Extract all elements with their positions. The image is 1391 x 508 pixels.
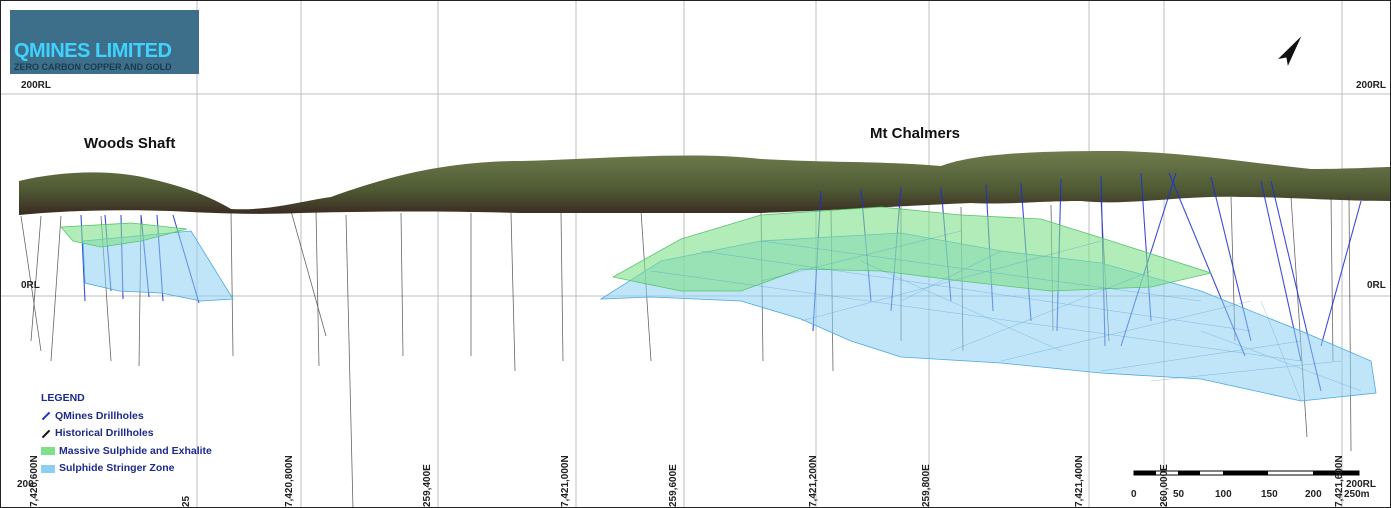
grid-label-partial: 25 bbox=[181, 495, 192, 507]
zone-mesh-line bbox=[1000, 300, 1252, 362]
historical-drillhole bbox=[1348, 196, 1352, 452]
zone-mesh-line bbox=[760, 230, 962, 282]
zone-mesh-line bbox=[800, 240, 1102, 322]
logo-tagline: ZERO CARBON COPPER AND GOLD bbox=[14, 62, 172, 72]
legend-item-sulphide: Massive Sulphide and Exhalite bbox=[41, 443, 212, 461]
rl-label-mid-left: 0RL bbox=[21, 280, 40, 291]
historical-drillhole bbox=[345, 214, 354, 507]
north-arrow-icon bbox=[1278, 36, 1302, 66]
legend-item-qmines: QMines Drillholes bbox=[41, 408, 212, 426]
grid-label: 7,420,600N bbox=[29, 455, 40, 507]
zone-mesh-line bbox=[1200, 330, 1362, 392]
zone-mesh bbox=[650, 230, 1362, 402]
legend-title: LEGEND bbox=[41, 392, 85, 404]
historical-drillhole bbox=[230, 210, 234, 357]
grid-label: 7,420,800N bbox=[284, 455, 295, 507]
grid-label: 7,421,000N bbox=[560, 455, 571, 507]
historical-drillhole bbox=[50, 215, 62, 362]
grid-label: 260,000E bbox=[1159, 464, 1170, 507]
zone-mesh-line bbox=[700, 250, 1252, 332]
historical-drillhole bbox=[315, 210, 320, 367]
woods-stringer-zone bbox=[82, 230, 234, 302]
legend-swatch-icon bbox=[41, 464, 55, 473]
grid-label: 259,600E bbox=[668, 464, 679, 507]
rl-label-top-left: 200RL bbox=[21, 80, 52, 91]
legend-line-icon bbox=[41, 429, 51, 438]
logo-name: QMINES LIMITED bbox=[14, 40, 172, 62]
rl-label-mid-right: 0RL bbox=[1367, 280, 1386, 291]
legend-item-stringer: Sulphide Stringer Zone bbox=[41, 460, 212, 478]
site-mt-chalmers: Mt Chalmers bbox=[870, 125, 961, 142]
zone-mesh-line bbox=[760, 240, 1202, 302]
legend: LEGEND QMines Drillholes Historical Dril… bbox=[41, 390, 212, 478]
rl-label-bottom-right: 200RL bbox=[1346, 479, 1377, 490]
qmines-logo: QMINES LIMITED ZERO CARBON COPPER AND GO… bbox=[10, 10, 199, 74]
chalmers-sulphide-zone bbox=[611, 206, 1213, 292]
legend-item-historical: Historical Drillholes bbox=[41, 425, 212, 443]
historical-drillhole bbox=[30, 215, 42, 342]
grid-label: 259,400E bbox=[422, 464, 433, 507]
grid-label: 259,800E bbox=[921, 464, 932, 507]
zone-mesh-line bbox=[1100, 340, 1302, 372]
terrain-surface bbox=[19, 151, 1390, 215]
woods-sulphide-zone bbox=[60, 222, 188, 248]
grid-label: 7,421,200N bbox=[808, 455, 819, 507]
scale-tick: 50 bbox=[1173, 489, 1185, 500]
zone-mesh-line bbox=[900, 250, 1002, 302]
scale-tick: 100 bbox=[1215, 489, 1232, 500]
qmines-drillhole bbox=[1320, 200, 1362, 347]
historical-drillhole bbox=[1330, 196, 1334, 362]
historical-drillhole bbox=[20, 215, 42, 352]
zone-mesh-line bbox=[650, 270, 1302, 362]
scale-tick: 0 bbox=[1131, 489, 1137, 500]
legend-swatch-icon bbox=[41, 447, 55, 456]
scale-tick: 200 bbox=[1305, 489, 1322, 500]
rl-label-bottom-left: 200 bbox=[17, 479, 34, 490]
scale-tick: 250m bbox=[1344, 489, 1370, 500]
zone-mesh-line bbox=[1260, 300, 1302, 402]
zone-mesh-line bbox=[1150, 360, 1342, 382]
historical-drillhole bbox=[290, 210, 327, 337]
scale-bar bbox=[1133, 470, 1360, 476]
site-woods-shaft: Woods Shaft bbox=[84, 135, 176, 152]
zone-mesh-line bbox=[950, 270, 1152, 352]
grid-label: 7,421,400N bbox=[1074, 455, 1085, 507]
historical-drillhole bbox=[400, 212, 404, 357]
zone-mesh-line bbox=[860, 260, 1062, 352]
scale-tick: 150 bbox=[1261, 489, 1278, 500]
rl-label-top-right: 200RL bbox=[1356, 80, 1387, 91]
historical-drillhole bbox=[510, 212, 516, 372]
legend-line-icon bbox=[41, 412, 51, 421]
historical-drillhole bbox=[560, 212, 564, 362]
